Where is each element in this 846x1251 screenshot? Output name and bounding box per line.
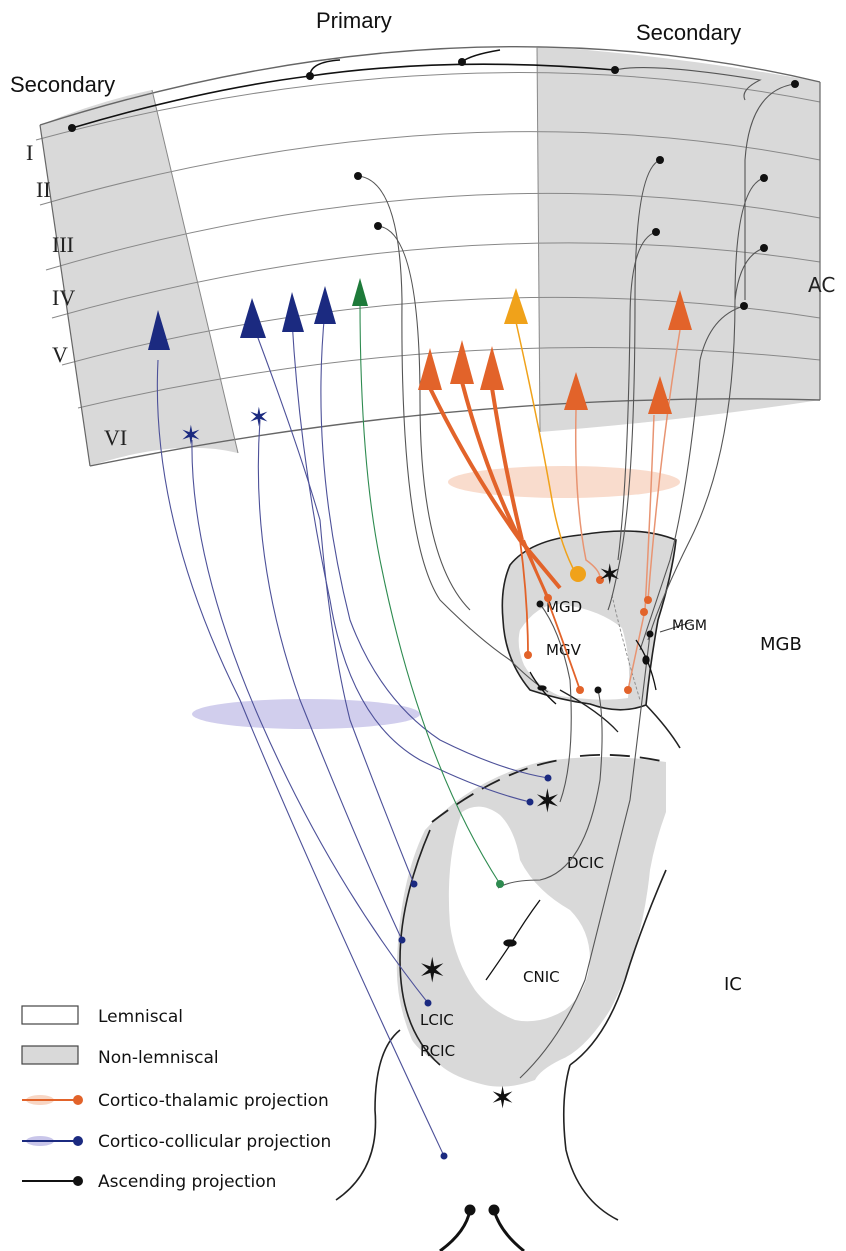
- mgd-label: MGD: [546, 598, 582, 616]
- mgv-label: MGV: [546, 641, 582, 659]
- secondary-right-label: Secondary: [636, 20, 741, 45]
- stellate-neurons: ✶ ✶ ✶ ✶ ✶ ✶: [180, 403, 621, 1116]
- rcic-label: RCIC: [420, 1042, 455, 1060]
- black-stellate-neuron: ✶: [418, 951, 447, 991]
- legend-label-non-lemniscal: Non-lemniscal: [98, 1048, 219, 1068]
- secondary-cortex-right: [537, 46, 820, 432]
- layer-label-5: V: [52, 342, 68, 367]
- amber-pyramidal-neuron: [504, 288, 528, 324]
- legend-swatch-non-lemniscal: [21, 1045, 79, 1065]
- ascending-fibres-bottom: [439, 1209, 525, 1251]
- blue-stellate-neuron: ✶: [180, 421, 202, 451]
- layer-label-2: II: [36, 177, 51, 202]
- cnic-subregion: [448, 806, 590, 1022]
- green-pyramidal-neuron: [352, 278, 368, 306]
- legend-marker-cortico-thalamic: [22, 1095, 83, 1105]
- layer-label-1: I: [26, 140, 33, 165]
- legend-label-cortico-thalamic: Cortico-thalamic projection: [98, 1091, 329, 1111]
- ic-region: [335, 753, 667, 1221]
- blue-pyramidal-neuron: [148, 310, 170, 350]
- ac-label: AC: [808, 273, 835, 297]
- orange-pyramidal-neuron: [564, 372, 588, 410]
- orange-pyramidal-neuron: [668, 290, 692, 330]
- auditory-cortex: [35, 45, 821, 467]
- blue-pyramidal-neuron: [314, 286, 336, 324]
- layer-label-4: IV: [52, 285, 75, 310]
- blue-stellate-neuron: ✶: [248, 403, 270, 433]
- secondary-cortex-left: [40, 90, 238, 466]
- legend-label-lemniscal: Lemniscal: [98, 1007, 183, 1027]
- layer-label-3: III: [52, 232, 74, 257]
- legend: Lemniscal Non-lemniscal Cortico-thalamic…: [21, 1005, 331, 1192]
- dcic-label: DCIC: [567, 854, 604, 872]
- pyramidal-neurons: [148, 278, 692, 414]
- legend-marker-cortico-collicular: [22, 1136, 83, 1146]
- blue-pyramidal-neuron: [282, 292, 304, 332]
- bipolar-neurons: [485, 639, 657, 981]
- ascending-projections: [357, 66, 796, 1079]
- projection-terminals: [68, 58, 799, 1216]
- mgm-label: MGM: [672, 618, 707, 634]
- cnic-label: CNIC: [523, 968, 560, 986]
- secondary-left-label: Secondary: [10, 72, 115, 97]
- amber-projection: [515, 321, 577, 575]
- layer-label-6: VI: [104, 425, 127, 450]
- ic-label: IC: [724, 974, 742, 995]
- orange-pyramidal-neuron: [480, 346, 504, 390]
- black-stellate-neuron: ✶: [534, 782, 561, 820]
- orange-pyramidal-neuron: [418, 348, 442, 390]
- legend-swatch-lemniscal: [21, 1005, 79, 1025]
- legend-label-cortico-collicular: Cortico-collicular projection: [98, 1132, 331, 1152]
- mgb-label: MGB: [760, 634, 802, 655]
- black-stellate-neuron: ✶: [598, 558, 621, 591]
- green-projection: [359, 299, 501, 885]
- legend-marker-ascending: [22, 1176, 83, 1186]
- legend-label-ascending: Ascending projection: [98, 1172, 276, 1192]
- primary-label: Primary: [316, 8, 392, 33]
- cortico-collicular-projections: [156, 309, 549, 1157]
- orange-pyramidal-neuron: [450, 340, 474, 384]
- lcic-label: LCIC: [420, 1011, 454, 1029]
- blue-pyramidal-neuron: [240, 298, 266, 338]
- orange-pyramidal-neuron: [648, 376, 672, 414]
- mgv-subregion: [518, 604, 630, 700]
- black-stellate-neuron: ✶: [490, 1081, 515, 1116]
